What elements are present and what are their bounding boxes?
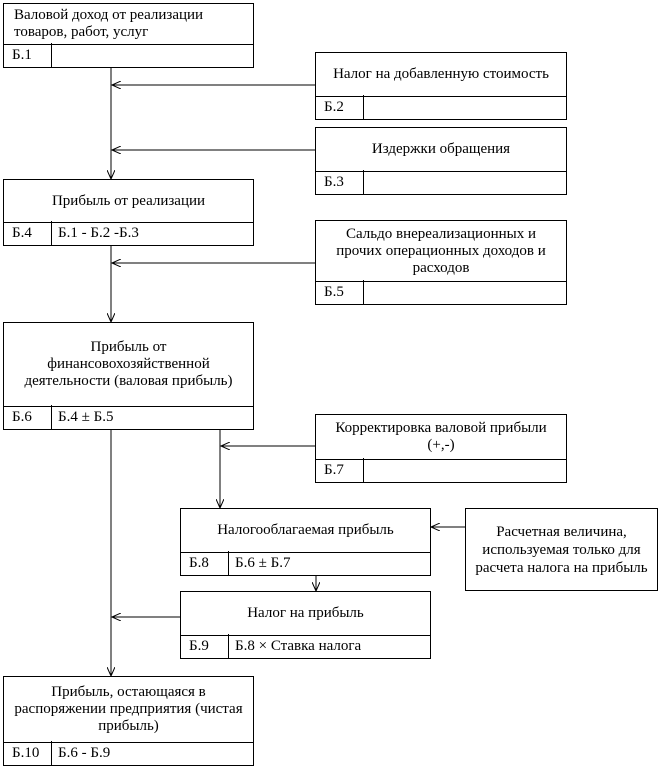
block-b9-code: Б.9	[181, 634, 229, 658]
block-b9: Налог на прибыль Б.9 Б.8 × Ставка налога	[180, 591, 431, 659]
block-b10: Прибыль, остающаяся в распоряжении предп…	[3, 676, 254, 766]
block-b6: Прибыль от финансовохозяйственной деятел…	[3, 322, 254, 430]
block-b3-title: Издержки обращения	[316, 128, 566, 172]
block-b3-formula	[364, 170, 370, 194]
block-b2: Налог на добавленную стоимость Б.2	[315, 52, 567, 120]
block-b6-formula: Б.4 ± Б.5	[58, 408, 114, 425]
block-b7-code: Б.7	[316, 458, 364, 482]
block-b10-title: Прибыль, остающаяся в распоряжении предп…	[4, 677, 253, 743]
block-b1-code: Б.1	[4, 43, 52, 67]
block-b1-formula	[52, 43, 58, 67]
block-b5-formula	[364, 280, 370, 304]
block-b7: Корректировка валовой прибыли (+,-) Б.7	[315, 414, 567, 483]
block-b7-formula	[364, 458, 370, 482]
block-b3: Издержки обращения Б.3	[315, 127, 567, 195]
block-b9-title: Налог на прибыль	[181, 592, 430, 636]
block-b5: Сальдо внереализационных и прочих операц…	[315, 220, 567, 305]
block-b6-title: Прибыль от финансовохозяйственной деятел…	[4, 323, 253, 407]
block-b1: Валовой доход от реализации товаров, раб…	[3, 3, 254, 68]
block-b4-title: Прибыль от реализации	[4, 180, 253, 223]
block-b4-code: Б.4	[4, 221, 52, 245]
block-b7-title: Корректировка валовой прибыли (+,-)	[316, 415, 566, 460]
block-b8-formula: Б.6 ± Б.7	[235, 554, 291, 571]
block-b2-formula	[364, 95, 370, 119]
block-b1-title: Валовой доход от реализации товаров, раб…	[4, 4, 253, 45]
block-b8: Налогооблагаемая прибыль Б.8 Б.6 ± Б.7	[180, 508, 431, 576]
block-b10-formula: Б.6 - Б.9	[58, 744, 111, 761]
block-b2-code: Б.2	[316, 95, 364, 119]
note-box: Расчетная величина, используемая только …	[465, 508, 658, 591]
block-b6-code: Б.6	[4, 405, 52, 429]
block-b10-code: Б.10	[4, 741, 52, 765]
block-b3-code: Б.3	[316, 170, 364, 194]
block-b5-title: Сальдо внереализационных и прочих операц…	[316, 221, 566, 282]
block-b9-formula: Б.8 × Ставка налога	[235, 637, 362, 654]
block-b8-title: Налогооблагаемая прибыль	[181, 509, 430, 553]
block-b8-code: Б.8	[181, 551, 229, 575]
block-b4-formula: Б.1 - Б.2 -Б.3	[58, 224, 139, 241]
block-b2-title: Налог на добавленную стоимость	[316, 53, 566, 97]
block-b4: Прибыль от реализации Б.4 Б.1 - Б.2 -Б.3	[3, 179, 254, 246]
block-b5-code: Б.5	[316, 280, 364, 304]
